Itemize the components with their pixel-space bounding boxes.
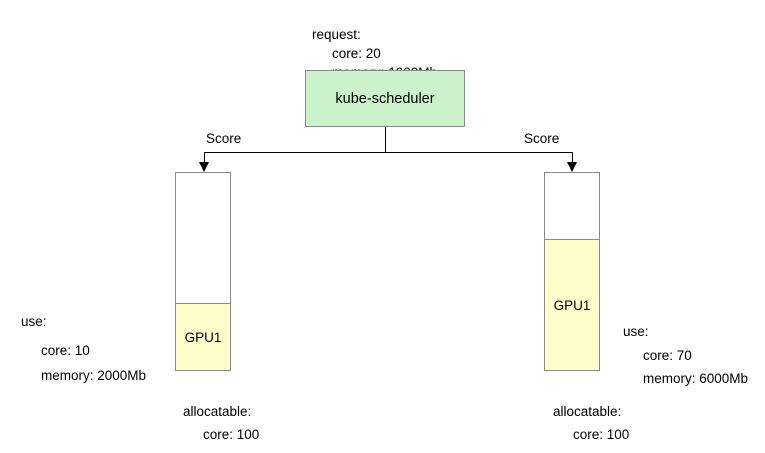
edge-label-score-right: Score: [524, 131, 560, 146]
edge-label-score-left: Score: [206, 131, 242, 146]
gpu-node-right-allocatable-header: allocatable:: [553, 404, 622, 419]
gpu-node-left-allocatable-memory: memory: 8000Mb: [188, 430, 308, 453]
gpu-node-right-use-core: core: 70: [643, 348, 692, 363]
gpu-node-right-used-region: GPU1: [545, 239, 599, 370]
gpu-node-left-allocatable-header: allocatable:: [183, 404, 252, 419]
request-core: core: 20: [332, 46, 381, 61]
kube-scheduler-node[interactable]: kube-scheduler: [305, 70, 465, 127]
gpu-node-right[interactable]: GPU1: [544, 172, 600, 371]
gpu-node-left-label: GPU1: [184, 329, 222, 345]
gpu-node-right-use-header: use:: [623, 324, 649, 339]
request-header: request:: [312, 27, 361, 42]
arrow-head-left-icon: [199, 162, 209, 172]
connector-drop-left: [204, 152, 205, 164]
gpu-node-left-used-region: GPU1: [176, 303, 230, 370]
connector-stem: [385, 127, 386, 153]
gpu-node-left[interactable]: GPU1: [175, 172, 231, 371]
gpu-node-left-use-header: use:: [21, 314, 47, 329]
gpu-node-right-use-memory: memory: 6000Mb: [643, 371, 749, 386]
gpu-node-left-use-core: core: 10: [41, 343, 90, 358]
gpu-node-right-allocatable-core: core: 100: [573, 427, 630, 442]
gpu-node-right-allocatable-memory: memory: 8000Mb: [558, 430, 678, 453]
kube-scheduler-label: kube-scheduler: [335, 90, 435, 107]
request-annotation: request:: [297, 6, 361, 63]
connector-drop-right: [572, 152, 573, 164]
connector-bus: [204, 152, 573, 153]
gpu-node-left-use-memory: memory: 2000Mb: [41, 368, 147, 383]
gpu-node-left-allocatable-core: core: 100: [203, 427, 260, 442]
gpu-node-right-label: GPU1: [553, 297, 591, 313]
arrow-head-right-icon: [567, 162, 577, 172]
